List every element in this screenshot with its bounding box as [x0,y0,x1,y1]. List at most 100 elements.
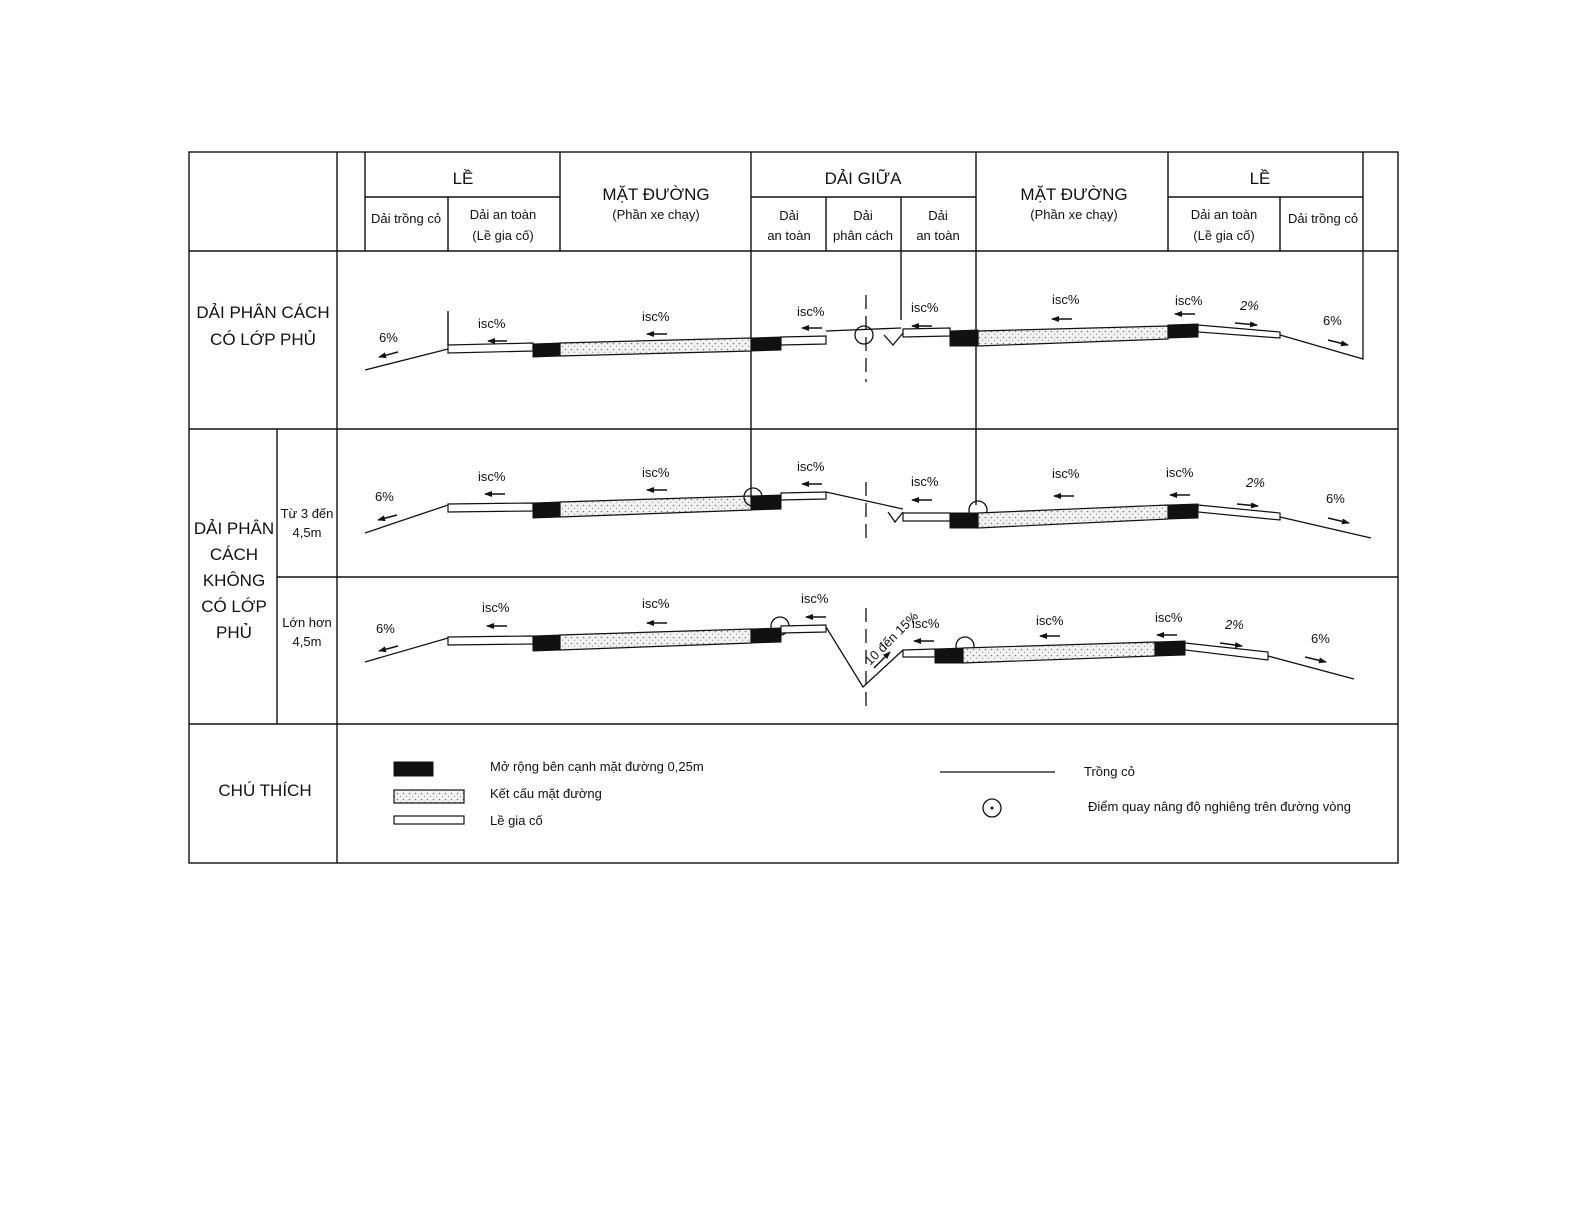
widening-left-inner [750,494,782,511]
header-mat-duong-right: MẶT ĐƯỜNG [1020,185,1127,204]
header-dai-2: Dải [853,208,873,223]
row-uncovered-label-5: PHỦ [216,623,252,642]
slope-label: isc% [797,459,825,474]
widening-right-outer [1167,323,1199,339]
header-le-gia-co-right: (Lề gia cố) [1193,228,1254,243]
legend-pavement-swatch [393,789,465,804]
pavement-left [559,337,752,357]
slope-label: isc% [1052,292,1080,307]
curb-v [883,332,904,346]
widening-left-outer [532,501,561,519]
row-uncovered-label-1: DẢI PHÂN [194,519,274,538]
slope-label: isc% [1036,613,1064,628]
row-legend-title: CHÚ THÍCH [218,781,311,800]
header-dai-an-toan-right: Dải an toàn [1191,207,1258,222]
row-covered-label-1: DẢI PHÂN CÁCH [196,303,329,322]
legend-pivot-icon [982,798,1002,818]
header-an-toan-1: an toàn [767,228,810,243]
row-sub2-label-2: 4,5m [293,634,322,649]
safety-strip-right [902,512,951,522]
row-uncovered-label-4: CÓ LỚP [201,597,267,616]
row-uncovered-label-3: KHÔNG [203,571,265,590]
safety-strip-left [780,335,827,346]
header-dai-3: Dải [928,208,948,223]
widening-left-inner [750,627,782,644]
legend: Mở rộng bên cạnh mặt đường 0,25m Kết cấu… [393,759,1351,828]
ground-right [1279,251,1364,360]
row-sub1-label-1: Từ 3 đến [281,506,334,521]
slope-label: isc% [642,465,670,480]
legend-widening-swatch [393,761,434,777]
pivot-point-left [743,487,763,507]
shoulder-left [447,342,534,354]
header-phan-cach: phân cách [833,228,893,243]
reference-lines [447,251,977,505]
header-le-gia-co-left: (Lề gia cố) [472,228,533,243]
slope-label: 6% [376,621,395,636]
legend-shoulder-label: Lề gia cố [490,813,543,828]
slope-label: isc% [1175,293,1203,308]
legend-shoulder-swatch [393,815,465,825]
safety-strip-left [780,491,827,501]
header-dai-giua: DẢI GIỮA [825,169,903,188]
header-phan-xe-chay-right: (Phần xe chạy) [1030,207,1117,222]
slope-label: 2% [1224,617,1244,632]
slope-label: 6% [379,330,398,345]
row-labels: DẢI PHÂN CÁCH CÓ LỚP PHỦ DẢI PHÂN CÁCH K… [194,303,334,800]
widening-right-inner [949,512,979,529]
legend-grass-label: Trồng cỏ [1084,764,1135,779]
slope-label: 6% [1323,313,1342,328]
slope-label: isc% [482,600,510,615]
slope-label: isc% [911,474,939,489]
widening-right-inner [934,647,964,664]
slope-label: isc% [911,300,939,315]
shoulder-right [1197,324,1281,339]
slope-label: isc% [1155,610,1183,625]
slope-label: isc% [642,596,670,611]
section-covered: 6% isc% isc% isc% isc% isc% isc% 2% 6% [364,251,1364,382]
header-dai-trong-co-right: Dải trồng cỏ [1288,211,1358,226]
table-header: LỀ MẶT ĐƯỜNG (Phần xe chạy) DẢI GIỮA MẶT… [371,169,1358,243]
header-dai-trong-co-left: Dải trồng cỏ [371,211,441,226]
curb-v [887,511,904,524]
section-uncovered-narrow: 6% isc% isc% isc% isc% isc% isc% 2% 6% [364,459,1372,545]
median-slope [825,491,904,510]
legend-pivot-label: Điểm quay nâng độ nghiêng trên đường vòn… [1088,799,1351,814]
slope-label: isc% [478,469,506,484]
pavement-right [977,325,1169,347]
pavement-right [977,504,1169,529]
table-grid [188,151,1399,864]
shoulder-left [447,635,534,646]
widening-left-outer [532,342,561,358]
widening-left-inner [750,336,782,352]
widening-left-outer [532,634,561,652]
row-sub1-label-2: 4,5m [293,525,322,540]
legend-widening-label: Mở rộng bên cạnh mặt đường 0,25m [490,759,704,774]
slope-label: isc% [912,616,940,631]
ground-right [1267,655,1355,680]
row-uncovered-label-2: CÁCH [210,545,258,564]
legend-pivot-dot [990,806,994,810]
slope-label: isc% [478,316,506,331]
header-an-toan-3: an toàn [916,228,959,243]
widening-right-inner [949,329,979,347]
slope-label: isc% [1166,465,1194,480]
slope-label: isc% [801,591,829,606]
slope-label: isc% [797,304,825,319]
header-le-left: LỀ [453,169,474,188]
pavement-left [559,495,752,518]
widening-right-outer [1154,640,1186,657]
shoulder-left [447,502,534,513]
median-ditch [825,626,904,689]
pavement-left [559,628,752,651]
shoulder-right [1197,504,1281,521]
header-dai-1: Dải [779,208,799,223]
header-mat-duong-left: MẶT ĐƯỜNG [602,185,709,204]
pavement-right [962,641,1156,664]
shoulder-right [1184,642,1269,661]
header-le-right: LỀ [1250,169,1271,188]
safety-strip-left [780,624,827,634]
median-surface [825,327,902,332]
safety-strip-right [902,648,936,658]
slope-label: isc% [1052,466,1080,481]
